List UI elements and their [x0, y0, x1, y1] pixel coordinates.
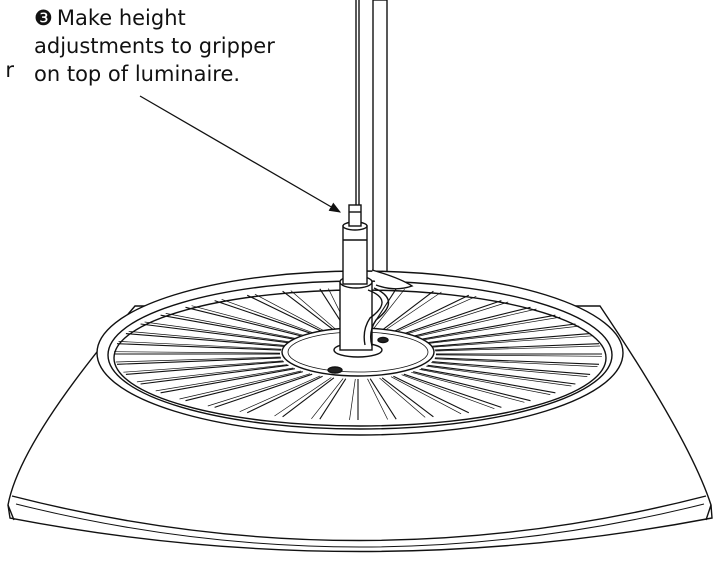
fin-line	[214, 300, 313, 335]
fin-edge	[207, 373, 311, 407]
fin-edge	[123, 360, 284, 373]
fin-line	[393, 375, 470, 414]
fin-line	[434, 343, 600, 351]
fin-line	[246, 375, 323, 414]
fin-edge	[136, 364, 288, 383]
fin-line	[319, 378, 347, 420]
fin-line	[140, 364, 289, 385]
fin-edge	[390, 376, 462, 415]
fin-edge	[254, 293, 326, 332]
fin-edge	[379, 377, 426, 418]
fin-line	[421, 368, 556, 394]
callout-line-3: on top of luminaire.	[34, 62, 241, 86]
fin-edge	[128, 331, 285, 346]
fin-line	[185, 371, 303, 402]
gripper-assembly	[333, 204, 414, 358]
fin-edge	[372, 288, 405, 330]
fin-line	[214, 373, 313, 408]
fin-line	[381, 290, 434, 331]
fin-line	[185, 306, 303, 337]
fin-edge	[411, 371, 525, 403]
fin-line	[432, 361, 591, 375]
fin-edge	[311, 378, 344, 420]
fin-line	[434, 357, 600, 365]
fin-line	[427, 323, 576, 344]
fin-edge	[405, 301, 509, 335]
fin-line	[403, 373, 502, 408]
fin-edge	[239, 375, 321, 413]
fin-edge	[349, 378, 356, 421]
fin-line	[427, 364, 576, 385]
fin-edge	[114, 351, 281, 354]
fin-edge	[395, 295, 477, 333]
fin-edge	[221, 298, 315, 334]
truncated-left-text: r	[5, 58, 14, 82]
fin-line	[413, 306, 531, 337]
fin-line	[246, 294, 323, 333]
fin-edge	[165, 313, 297, 339]
fin-edge	[435, 345, 601, 352]
fin-edge	[155, 367, 294, 392]
fin-edge	[290, 290, 337, 331]
fin-line	[116, 357, 282, 365]
fin-edge	[432, 335, 593, 348]
fin-edge	[419, 369, 551, 395]
fin-line	[413, 371, 531, 402]
callout-leader-arrow	[139, 95, 342, 213]
fin-edge	[367, 378, 389, 420]
fin-edge	[191, 305, 305, 337]
fin-line	[160, 314, 295, 340]
fin-line	[282, 377, 335, 418]
fin-line	[393, 294, 470, 333]
fin-edge	[428, 325, 580, 344]
fin-line	[116, 343, 282, 351]
fin-line	[369, 378, 397, 420]
fin-edge	[274, 377, 332, 417]
step-3-icon: ❸	[34, 6, 53, 30]
fin-line	[381, 377, 434, 418]
fin-line	[160, 368, 295, 394]
fin-line	[403, 300, 502, 335]
fin-edge	[434, 358, 598, 367]
fin-line	[282, 290, 335, 331]
fin-edge	[115, 356, 281, 363]
fin-edge	[118, 341, 282, 350]
fin-edge	[431, 362, 588, 377]
fin-edge	[401, 374, 495, 410]
fin-edge	[422, 316, 561, 341]
fin-edge	[415, 308, 537, 338]
fin-edge	[435, 354, 602, 357]
fin-line	[125, 361, 284, 375]
fin-line	[125, 333, 284, 347]
fin-line	[140, 323, 289, 344]
fin-line	[432, 333, 591, 347]
radial-fins	[114, 287, 602, 421]
fin-edge	[179, 370, 301, 400]
fin-edge	[426, 365, 572, 387]
callout-line-2: adjustments to gripper	[34, 34, 275, 58]
fin-line	[421, 314, 556, 340]
fin-edge	[144, 321, 290, 343]
fin-edge	[384, 291, 442, 331]
